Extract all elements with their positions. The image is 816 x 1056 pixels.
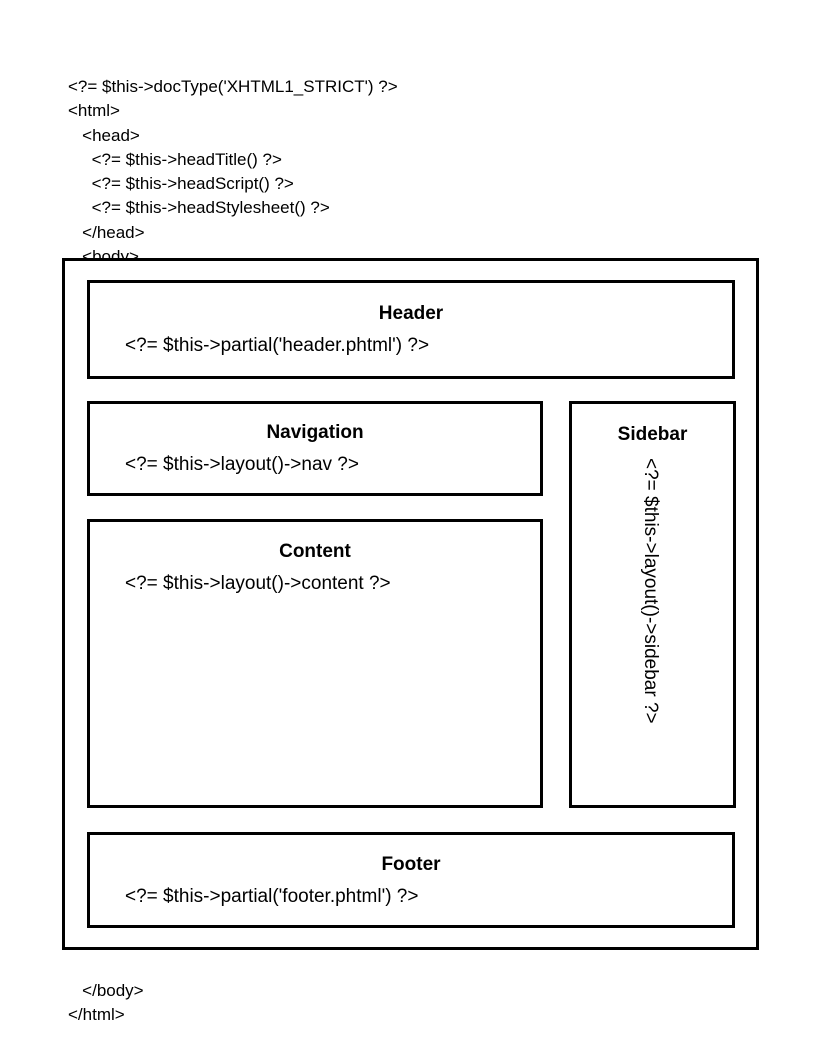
region-content: Content <?= $this->layout()->content ?> [87, 519, 543, 808]
region-navigation: Navigation <?= $this->layout()->nav ?> [87, 401, 543, 496]
region-navigation-code: <?= $this->layout()->nav ?> [125, 454, 359, 475]
region-content-code: <?= $this->layout()->content ?> [125, 573, 391, 594]
region-footer: Footer <?= $this->partial('footer.phtml'… [87, 832, 735, 928]
code-listing-bottom: </body> </html> [68, 981, 144, 1025]
region-navigation-title: Navigation [266, 422, 364, 443]
region-footer-title: Footer [381, 854, 441, 875]
region-sidebar: Sidebar <?= $this->layout()->sidebar ?> [569, 401, 736, 808]
region-header-title: Header [378, 303, 444, 324]
region-sidebar-title: Sidebar [617, 424, 688, 445]
region-sidebar-code: <?= $this->layout()->sidebar ?> [639, 458, 661, 724]
code-listing-top: <?= $this->docType('XHTML1_STRICT') ?> <… [68, 77, 398, 267]
region-content-title: Content [279, 541, 351, 562]
region-header-code: <?= $this->partial('header.phtml') ?> [125, 335, 430, 356]
region-footer-code: <?= $this->partial('footer.phtml') ?> [125, 886, 419, 907]
region-header: Header <?= $this->partial('header.phtml'… [87, 280, 735, 379]
